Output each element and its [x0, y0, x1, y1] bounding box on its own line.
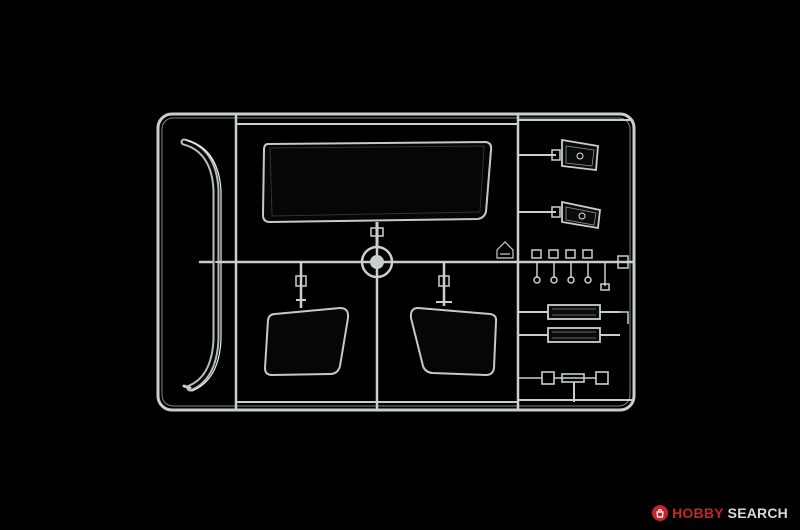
watermark: HOBBY SEARCH — [652, 504, 788, 522]
small-bracket-part — [518, 371, 609, 402]
bag-logo-icon — [652, 505, 669, 521]
lamp-part-bottom — [518, 200, 601, 230]
side-window-left — [263, 262, 350, 377]
watermark-hobby: HOBBY — [672, 505, 724, 521]
reflector-part-2 — [518, 327, 620, 343]
side-window-right — [409, 262, 498, 377]
part-tag — [496, 241, 514, 259]
lamp-part-top — [518, 138, 599, 172]
reflector-part-1 — [518, 304, 629, 324]
small-parts-row — [520, 249, 632, 291]
curved-bar-part — [180, 138, 237, 392]
watermark-search: SEARCH — [727, 505, 788, 521]
windshield-part — [261, 140, 493, 247]
outer-runner — [156, 112, 636, 412]
